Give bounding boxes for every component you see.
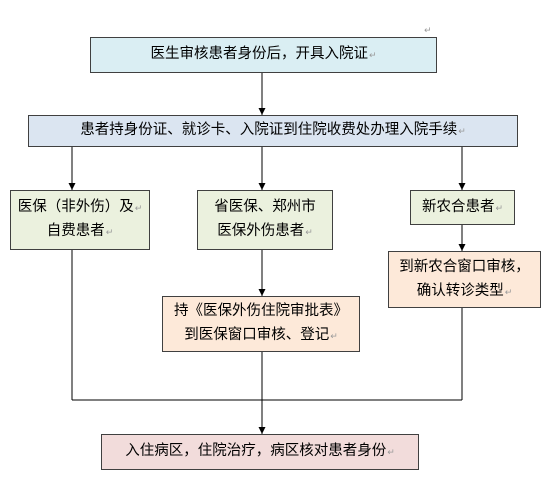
step-line: 省医保、郑州市 bbox=[214, 196, 316, 220]
paragraph-mark: ↵ bbox=[458, 127, 466, 138]
step-line: 入住病区，住院治疗，病区核对患者身份↵ bbox=[125, 440, 395, 464]
step-text: 省医保、郑州市 bbox=[214, 199, 316, 216]
paragraph-mark: ↵ bbox=[305, 228, 313, 238]
step-text: 持《医保外伤住院审批表》 bbox=[174, 303, 348, 320]
step-provincial-insurance-patients: 省医保、郑州市 医保外伤患者↵ bbox=[197, 190, 333, 250]
paragraph-mark: ↵ bbox=[330, 332, 338, 342]
paragraph-mark: ↵ bbox=[424, 26, 432, 36]
step-line: 到医保窗口审核、登记↵ bbox=[184, 324, 338, 348]
paragraph-mark: ↵ bbox=[368, 51, 377, 62]
step-text: 自费患者 bbox=[46, 223, 105, 239]
step-line: 患者持身份证、就诊卡、入院证到住院收费处办理入院手续↵ bbox=[80, 119, 466, 143]
step-admission-procedure: 患者持身份证、就诊卡、入院证到住院收费处办理入院手续↵ bbox=[28, 115, 518, 147]
step-rural-coop-patients: 新农合患者↵ bbox=[410, 190, 515, 225]
step-line: 确认转诊类型↵ bbox=[417, 280, 513, 304]
step-line: 自费患者↵ bbox=[47, 220, 114, 244]
step-text: 医生审核患者身份后，开具入院证 bbox=[150, 46, 368, 63]
step-text: 患者持身份证、就诊卡、入院证到住院收费处办理入院手续 bbox=[80, 122, 458, 139]
step-text: 新农合患者 bbox=[421, 198, 495, 215]
step-insurance-window: 持《医保外伤住院审批表》 到医保窗口审核、登记↵ bbox=[162, 296, 360, 352]
step-text: 入住病区，住院治疗，病区核对患者身份 bbox=[125, 443, 387, 460]
paragraph-mark: ↵ bbox=[504, 287, 513, 298]
step-line: 医生审核患者身份后，开具入院证↵ bbox=[150, 43, 376, 67]
step-self-pay-patients: 医保（非外伤）及↵ 自费患者↵ bbox=[10, 190, 150, 250]
step-line: 医保外伤患者↵ bbox=[217, 220, 313, 244]
paragraph-mark: ↵ bbox=[387, 448, 395, 459]
step-text: 确认转诊类型 bbox=[416, 282, 504, 299]
step-text: 到医保窗口审核、登记 bbox=[184, 327, 330, 343]
step-text: 医保外伤患者 bbox=[217, 223, 305, 239]
paragraph-mark: ↵ bbox=[105, 228, 114, 238]
step-line: 到新农合窗口审核， bbox=[399, 256, 530, 280]
step-rural-coop-window: 到新农合窗口审核， 确认转诊类型↵ bbox=[388, 251, 541, 308]
paragraph-mark: ↵ bbox=[134, 204, 143, 215]
step-ward-admission: 入住病区，住院治疗，病区核对患者身份↵ bbox=[101, 434, 419, 470]
step-line: 新农合患者↵ bbox=[422, 196, 503, 220]
step-line: 持《医保外伤住院审批表》 bbox=[174, 300, 348, 324]
step-text: 医保（非外伤）及 bbox=[17, 199, 134, 216]
paragraph-mark: ↵ bbox=[495, 203, 504, 214]
step-text: 到新农合窗口审核， bbox=[399, 258, 530, 275]
step-line: 医保（非外伤）及↵ bbox=[18, 196, 143, 220]
step-doctor-review: 医生审核患者身份后，开具入院证↵ bbox=[90, 37, 437, 73]
